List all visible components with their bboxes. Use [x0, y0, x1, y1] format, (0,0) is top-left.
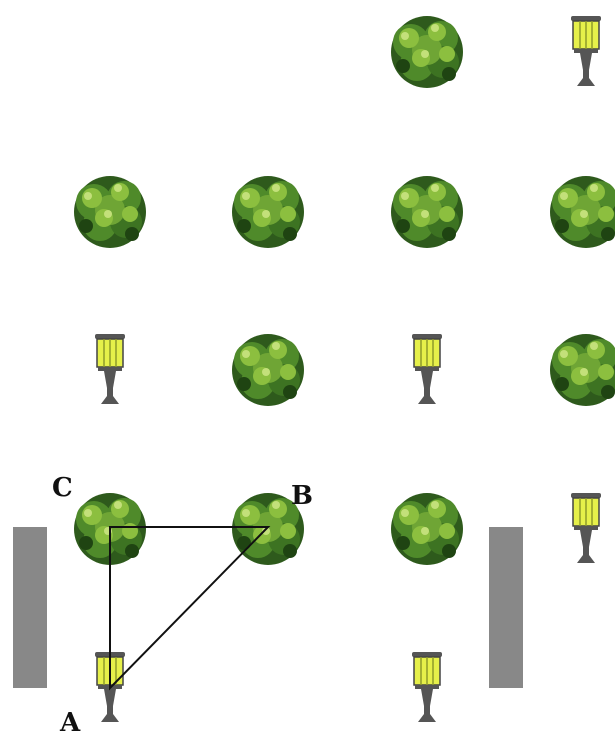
tree-icon	[391, 16, 463, 88]
tree-icon	[550, 334, 615, 406]
point-label-a: A	[59, 708, 81, 733]
tree-icon	[391, 493, 463, 565]
tree-icon	[391, 176, 463, 248]
street-lamp-icon	[570, 15, 602, 87]
tree-icon	[550, 176, 615, 248]
street-lamp-icon	[411, 651, 443, 723]
street-lamp-icon	[411, 333, 443, 405]
tree-icon	[74, 176, 146, 248]
point-label-c: C	[52, 473, 73, 503]
street-lamp-icon	[570, 492, 602, 564]
left-wall	[13, 527, 47, 688]
triangle-abc	[109, 526, 271, 691]
tree-icon	[232, 334, 304, 406]
point-label-b: B	[291, 481, 313, 511]
street-lamp-icon	[94, 333, 126, 405]
tree-icon	[232, 176, 304, 248]
right-wall	[489, 527, 523, 688]
